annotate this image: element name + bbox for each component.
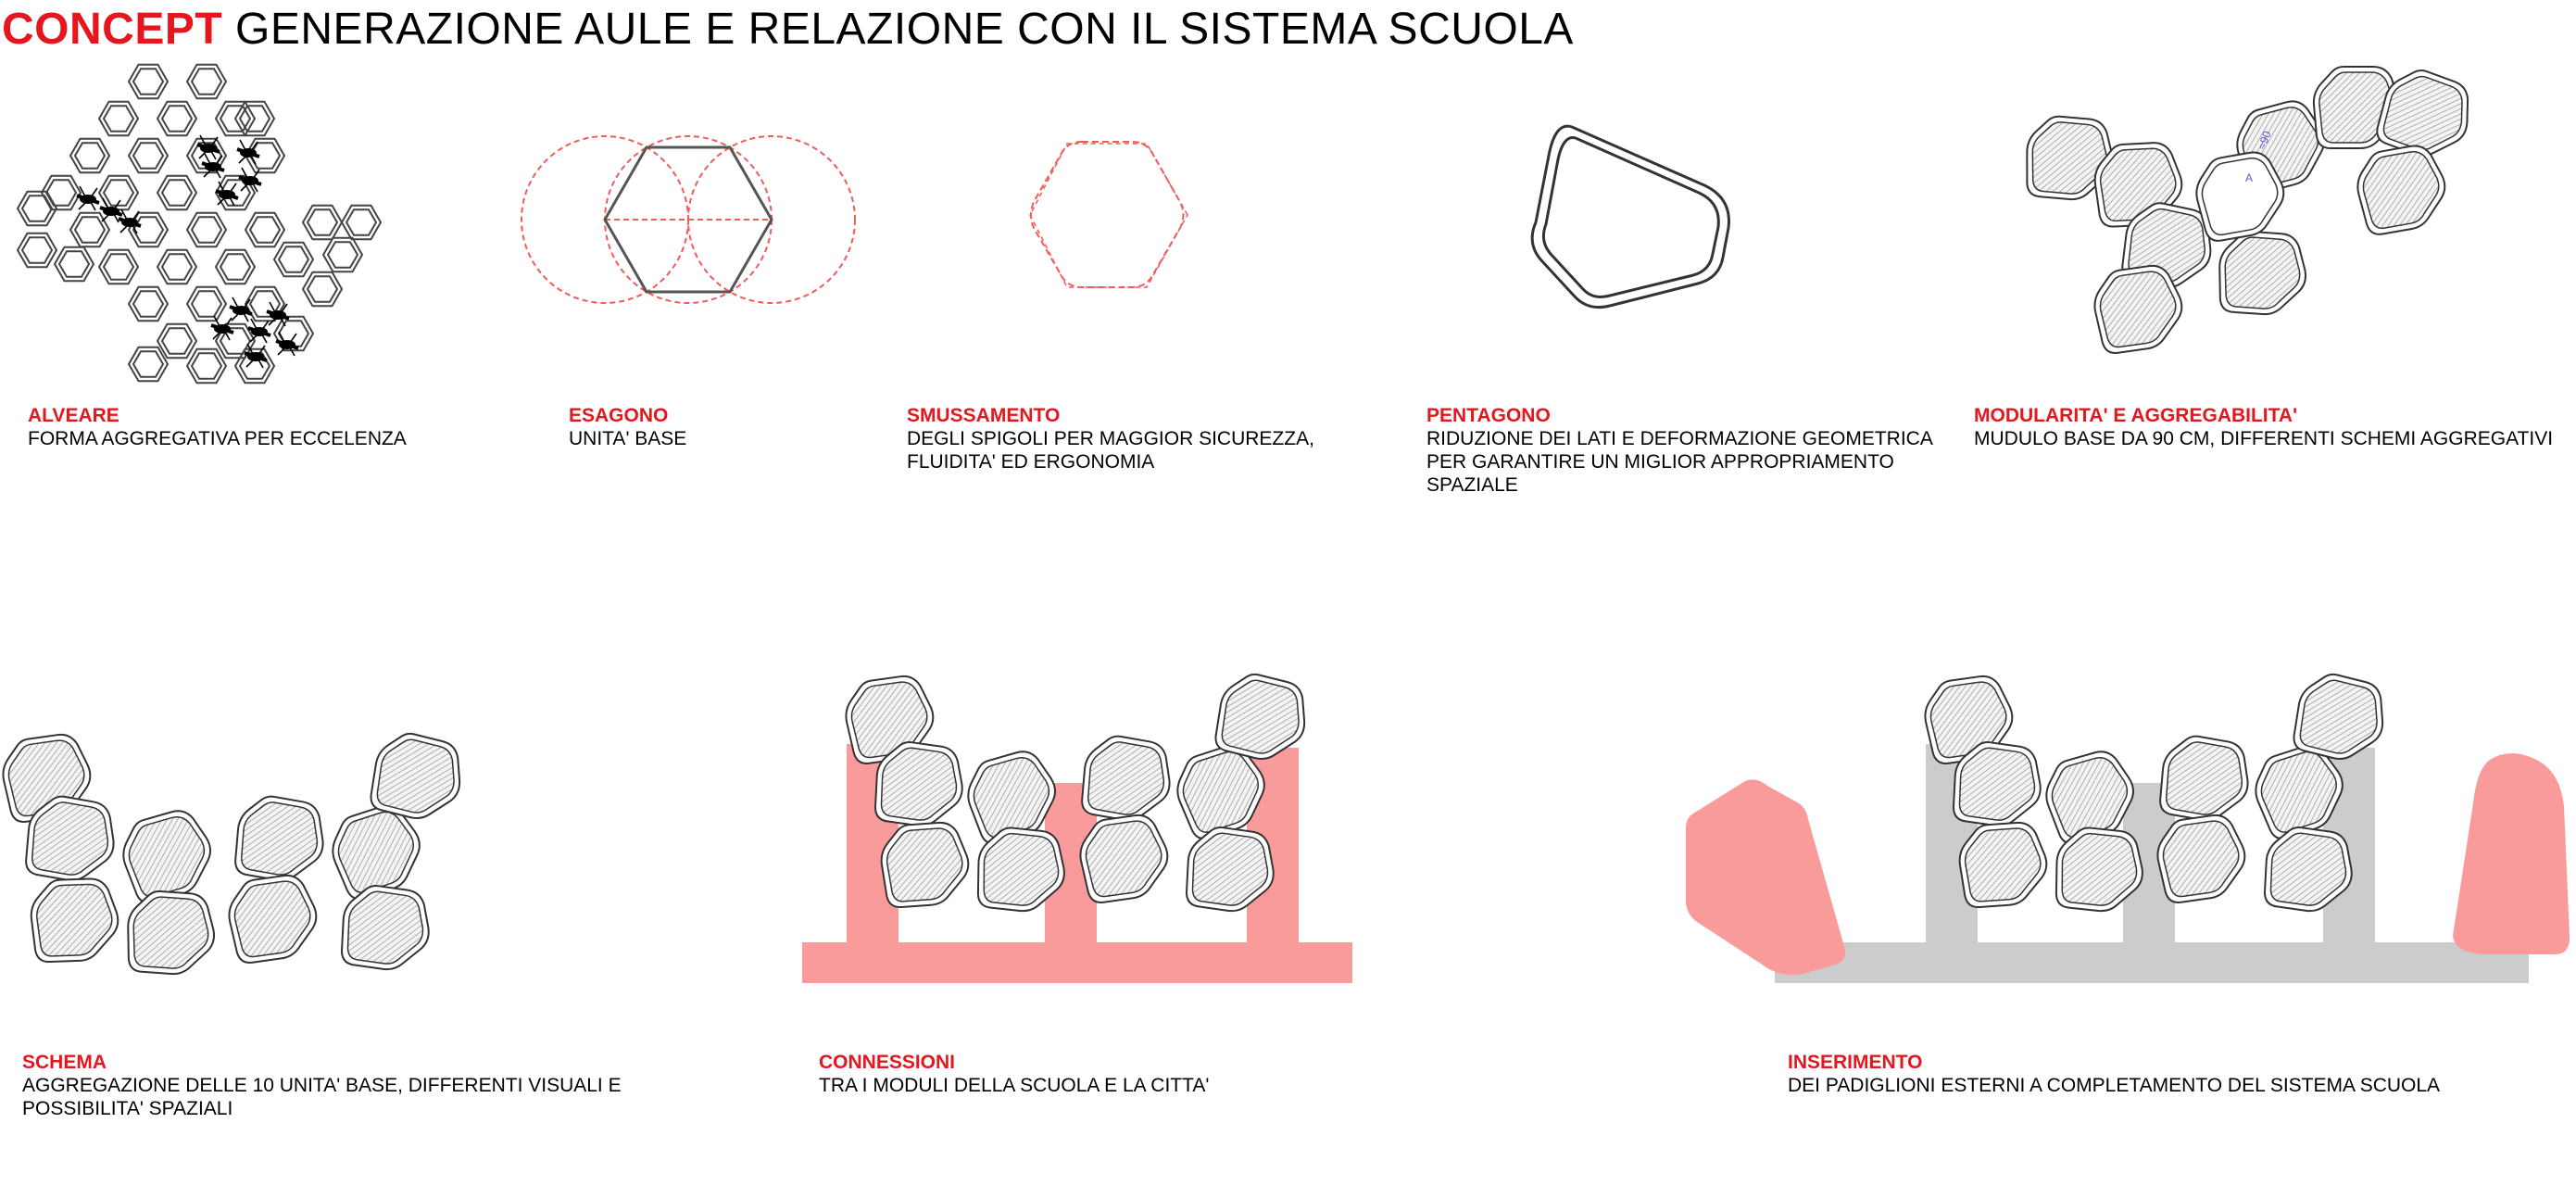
caption-text: DEGLI SPIGOLI PER MAGGIOR SICUREZZA, FLU… [907,428,1314,473]
modular-aggregation-drawing: ≈90 A [2022,60,2482,357]
caption-inserimento: INSERIMENTO DEI PADIGLIONI ESTERNI A COM… [1788,1051,2440,1097]
insertion-drawing [1686,666,2570,983]
page-title: CONCEPT GENERAZIONE AULE E RELAZIONE CON… [2,5,1574,55]
title-rest: GENERAZIONE AULE E RELAZIONE CON IL SIST… [235,5,1574,54]
module-mark-label: A [2245,171,2253,184]
caption-text: AGGREGAZIONE DELLE 10 UNITA' BASE, DIFFE… [22,1075,622,1119]
caption-smussamento: SMUSSAMENTO DEGLI SPIGOLI PER MAGGIOR SI… [907,404,1314,473]
title-accent: CONCEPT [2,5,223,54]
caption-esagono: ESAGONO UNITA' BASE [569,404,686,450]
caption-title: ALVEARE [28,405,119,426]
caption-connessioni: CONNESSIONI TRA I MODULI DELLA SCUOLA E … [819,1051,1209,1097]
caption-title: MODULARITA' E AGGREGABILITA' [1974,405,2298,426]
caption-title: SCHEMA [22,1052,107,1073]
caption-title: ESAGONO [569,405,669,426]
pentagon-drawing [1530,124,1730,309]
caption-title: SMUSSAMENTO [907,405,1061,426]
caption-title: PENTAGONO [1426,405,1551,426]
caption-text: RIDUZIONE DEI LATI E DEFORMAZIONE GEOMET… [1426,428,1933,496]
caption-modularita: MODULARITA' E AGGREGABILITA' MUDULO BASE… [1974,404,2553,450]
schema-aggregation-drawing [0,725,471,978]
caption-alveare: ALVEARE FORMA AGGREGATIVA PER ECCELENZA [28,404,407,450]
dimension-label: ≈90 [2256,129,2274,151]
rounded-hexagon-drawing [1029,141,1188,288]
caption-pentagono: PENTAGONO RIDUZIONE DEI LATI E DEFORMAZI… [1426,404,1933,497]
hexagon-construction-drawing [521,135,856,304]
caption-text: UNITA' BASE [569,428,687,449]
caption-text: TRA I MODULI DELLA SCUOLA E LA CITTA' [819,1075,1210,1096]
honeycomb-drawing [17,63,382,385]
caption-text: DEI PADIGLIONI ESTERNI A COMPLETAMENTO D… [1788,1075,2441,1096]
caption-title: CONNESSIONI [819,1052,956,1073]
caption-text: MUDULO BASE DA 90 CM, DIFFERENTI SCHEMI … [1974,428,2554,449]
connections-drawing [802,666,1352,983]
caption-text: FORMA AGGREGATIVA PER ECCELENZA [28,428,407,449]
caption-title: INSERIMENTO [1788,1052,1923,1073]
caption-schema: SCHEMA AGGREGAZIONE DELLE 10 UNITA' BASE… [22,1051,622,1120]
